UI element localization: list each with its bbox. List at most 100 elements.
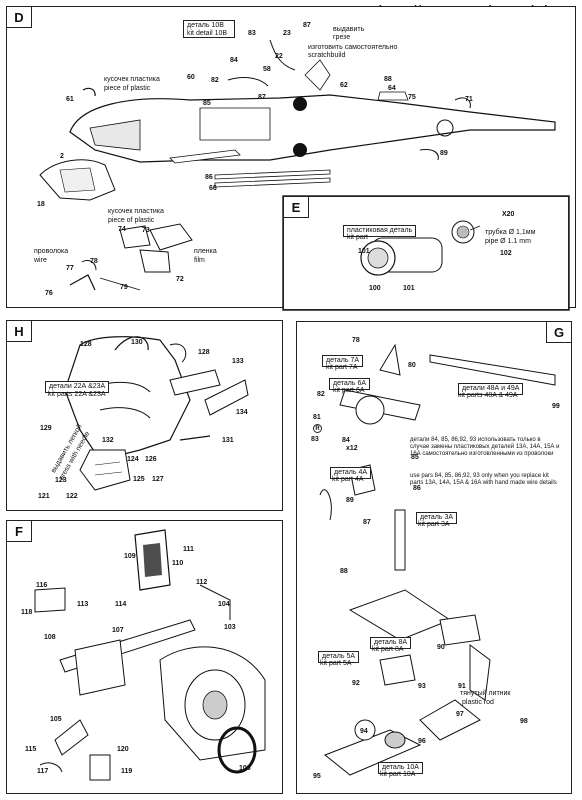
panel-e: E xyxy=(283,196,569,310)
callout-2: 2 xyxy=(60,153,64,160)
note-g-rod-en: plastic rod xyxy=(462,699,494,706)
callout-h-133: 133 xyxy=(232,358,244,365)
callout-h-128a: 128 xyxy=(80,341,92,348)
callout-18: 18 xyxy=(37,201,45,208)
callout-f-120: 120 xyxy=(117,746,129,753)
callout-f-104: 104 xyxy=(218,601,230,608)
note-g-4a: деталь 4А xyxy=(330,467,372,479)
callout-87b: 87 xyxy=(258,94,266,101)
note-g-7a-en: kit part 7A xyxy=(326,364,358,371)
callout-g-91: 91 xyxy=(458,683,466,690)
callout-h-132: 132 xyxy=(102,437,114,444)
callout-61: 61 xyxy=(66,96,74,103)
callout-89: 89 xyxy=(440,150,448,157)
callout-g-94: 94 xyxy=(360,728,368,735)
callout-f-110: 110 xyxy=(172,560,184,567)
note-plastic2-en: piece of plastic xyxy=(108,217,155,224)
callout-g-80: 80 xyxy=(408,362,416,369)
note-g-3a-en: kit part 3A xyxy=(418,521,450,528)
callout-f-111: 111 xyxy=(183,546,194,553)
callout-h-122: 122 xyxy=(66,493,78,500)
callout-g-89: 89 xyxy=(346,497,354,504)
note-e-pipe-ru: трубка Ø 1,1мм xyxy=(485,229,536,236)
callout-76: 76 xyxy=(45,290,53,297)
panel-d-label: D xyxy=(6,6,32,28)
callout-60: 60 xyxy=(187,74,195,81)
callout-73: 73 xyxy=(142,227,150,234)
callout-g-99: 99 xyxy=(552,403,560,410)
note-e-kit-part: пластиковая деталь xyxy=(343,225,417,237)
callout-f-119: 119 xyxy=(121,768,133,775)
note-film-ru: пленка xyxy=(194,248,217,255)
callout-f-103: 103 xyxy=(224,624,236,631)
note-g-4a-en: kit part 4A xyxy=(332,476,364,483)
callout-g-88: 88 xyxy=(340,568,348,575)
panel-g: G xyxy=(296,321,572,794)
callout-g-r: R xyxy=(313,424,322,433)
note-squeeze: выдавить грезе xyxy=(333,26,365,41)
callout-e-101a: 101 xyxy=(358,248,370,255)
note-g-48-en: kit parts 48A & 49A xyxy=(458,392,518,399)
note-g-10a: деталь 10А xyxy=(378,762,423,774)
callout-g-96: 96 xyxy=(418,738,426,745)
note-g-x12: x12 xyxy=(346,445,358,452)
callout-85: 85 xyxy=(203,100,211,107)
note-g-6a-en: kit part 6A xyxy=(333,387,365,394)
callout-71: 71 xyxy=(465,96,473,103)
callout-72: 72 xyxy=(176,276,184,283)
note-plastic2-ru: кусочек пластика xyxy=(108,208,164,215)
callout-f-105: 105 xyxy=(50,716,62,723)
callout-h-134: 134 xyxy=(236,409,248,416)
callout-g-83: 83 xyxy=(311,436,319,443)
callout-f-106: 106 xyxy=(239,765,251,772)
callout-88: 88 xyxy=(384,76,392,83)
note-g-7a: деталь 7А xyxy=(322,355,364,367)
callout-f-115: 115 xyxy=(25,746,37,753)
callout-87a: 87 xyxy=(303,22,311,29)
callout-g-92: 92 xyxy=(352,680,360,687)
callout-f-109: 109 xyxy=(124,553,136,560)
note-h-parts-en: kit parts 22A &23A xyxy=(48,391,106,398)
callout-e-101b: 101 xyxy=(403,285,415,292)
note-g-48: детали 48А и 49А xyxy=(458,383,524,395)
callout-h-121: 121 xyxy=(38,493,50,500)
note-e-x20: X20 xyxy=(502,211,515,218)
callout-g-98: 98 xyxy=(520,718,528,725)
callout-g-95: 95 xyxy=(313,773,321,780)
callout-h-129: 129 xyxy=(40,425,52,432)
note-g-8a-en: kit part 8A xyxy=(372,646,404,653)
callout-f-118: 118 xyxy=(21,609,33,616)
callout-82: 82 xyxy=(211,77,219,84)
panel-f-label: F xyxy=(6,520,32,542)
note-plastic-ru: кусочек пластика xyxy=(104,76,160,83)
note-wire-en: wire xyxy=(34,257,47,264)
note-g-5a: деталь 5А xyxy=(318,651,360,663)
note-g-3a: деталь 3А xyxy=(416,512,458,524)
callout-23: 23 xyxy=(283,30,291,37)
callout-f-112: 112 xyxy=(196,579,208,586)
callout-g-93: 93 xyxy=(418,683,426,690)
callout-h-128b: 128 xyxy=(198,349,210,356)
note-scratch: изготовить самостоятельно scratchbuild xyxy=(308,44,398,59)
note-g-en-long: use pars 84, 85, 86,92, 93 only when you… xyxy=(410,473,557,486)
callout-g-87: 87 xyxy=(363,519,371,526)
callout-g-81: 81 xyxy=(313,414,321,421)
callout-74: 74 xyxy=(118,226,126,233)
callout-g-84: 84 xyxy=(342,437,350,444)
callout-84: 84 xyxy=(230,57,238,64)
panel-h-label: H xyxy=(6,320,32,342)
callout-g-78: 78 xyxy=(352,337,360,344)
callout-77: 77 xyxy=(66,265,74,272)
callout-79: 79 xyxy=(120,284,128,291)
callout-f-108: 108 xyxy=(44,634,56,641)
callout-h-123: 123 xyxy=(55,477,67,484)
panel-e-label: E xyxy=(283,196,309,218)
callout-66: 66 xyxy=(209,185,217,192)
note-detail-10b: деталь 10В kit detail 10В xyxy=(183,20,235,38)
callout-58: 58 xyxy=(263,66,271,73)
callout-h-125: 125 xyxy=(133,476,145,483)
callout-f-116: 116 xyxy=(36,582,48,589)
callout-f-117: 117 xyxy=(37,768,49,775)
note-g-rod-ru: тянутый литник xyxy=(460,690,511,697)
